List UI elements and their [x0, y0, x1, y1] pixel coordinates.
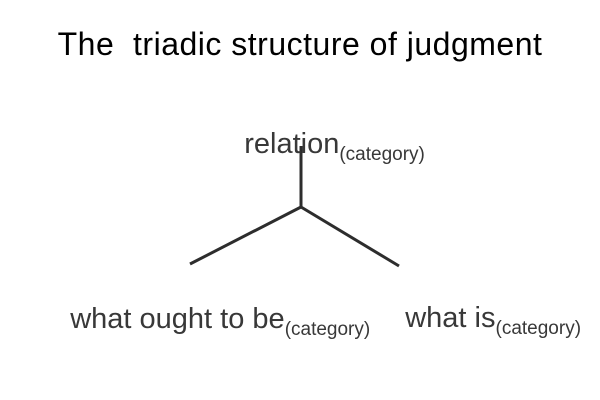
- node-what-is: what is(category): [373, 275, 581, 362]
- node-what-is-subscript: (category): [495, 318, 582, 339]
- node-what-ought-to-be-subscript: (category): [284, 319, 371, 340]
- node-relation-label: relation: [244, 128, 340, 160]
- node-what-ought-to-be: what ought to be(category): [38, 276, 370, 363]
- node-what-ought-to-be-label: what ought to be: [70, 303, 285, 335]
- node-what-is-label: what is: [405, 302, 496, 334]
- branch-line-left: [189, 205, 302, 266]
- branch-line-right: [300, 205, 400, 268]
- slide-title: The triadic structure of judgment: [57, 26, 543, 62]
- node-relation-subscript: (category): [339, 144, 425, 165]
- node-relation: relation(category): [212, 101, 425, 188]
